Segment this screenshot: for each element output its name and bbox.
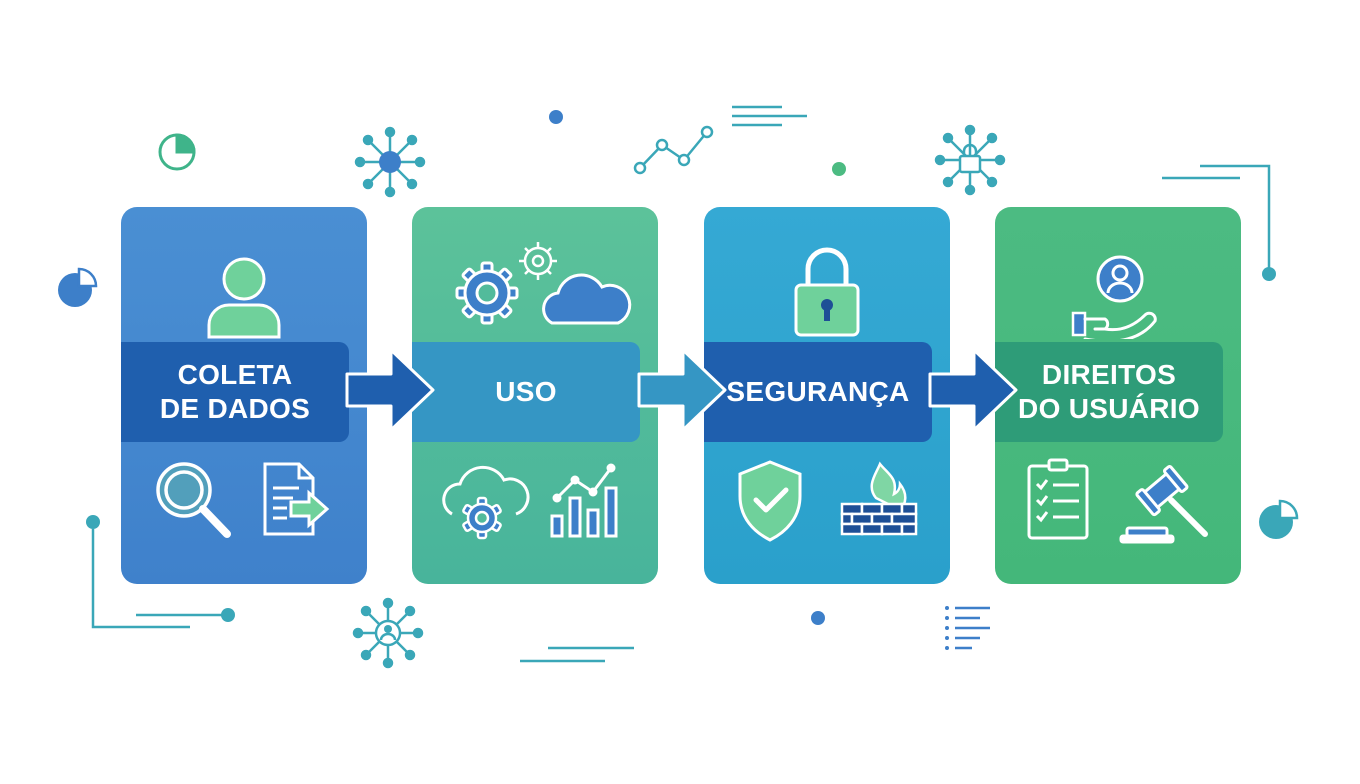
- gavel-icon: [1119, 465, 1208, 544]
- stage-card-usage: USO: [412, 207, 658, 584]
- pie-chart-icon: [1259, 499, 1299, 539]
- pie-chart-icon: [58, 267, 98, 307]
- bar-chart-icon: [550, 463, 618, 538]
- stage-label-band: SEGURANÇA: [704, 342, 932, 442]
- flow-arrow: [637, 348, 727, 432]
- list-icon: [945, 606, 990, 650]
- cloud-gear-icon: [442, 465, 530, 540]
- clipboard-checklist-icon: [1027, 458, 1089, 540]
- stage-label-line: SEGURANÇA: [726, 376, 910, 407]
- padlock-icon: [794, 247, 860, 337]
- hand-user-icon: [1071, 255, 1157, 339]
- stage-bottom-icons: [156, 462, 330, 538]
- stage-label-band: COLETA DE DADOS: [121, 342, 349, 442]
- network-lock-icon: [934, 124, 1006, 196]
- stage-label-line: USO: [495, 376, 557, 407]
- flow-arrow: [345, 348, 435, 432]
- pie-chart-icon: [158, 133, 196, 171]
- stage-card-user-rights: DIREITOS DO USUÁRIO: [995, 207, 1241, 584]
- shield-check-icon: [738, 460, 802, 542]
- stage-label-line: DIREITOS: [1041, 359, 1177, 390]
- user-icon: [207, 257, 281, 339]
- stage-label-band: DIREITOS DO USUÁRIO: [995, 342, 1223, 442]
- stage-card-security: SEGURANÇA: [704, 207, 950, 584]
- trend-line-icon: [633, 125, 714, 175]
- stage-label-line: COLETA: [177, 359, 293, 390]
- flow-arrow: [928, 348, 1018, 432]
- firewall-icon: [840, 461, 918, 536]
- stage-bottom-icons: [738, 460, 918, 542]
- stage-label-band: USO: [412, 342, 640, 442]
- stage-bottom-icons: [442, 463, 618, 540]
- stage-bottom-icons: [1027, 458, 1208, 544]
- network-user-icon: [352, 597, 424, 669]
- magnifier-icon: [156, 462, 231, 538]
- gears-cloud-icon: [455, 242, 632, 325]
- network-hub-icon: [354, 126, 426, 198]
- document-export-icon: [263, 462, 330, 536]
- stage-label-line: DO USUÁRIO: [1018, 393, 1200, 424]
- stage-label-line: DE DADOS: [159, 393, 311, 424]
- stage-card-collection: COLETA DE DADOS: [121, 207, 367, 584]
